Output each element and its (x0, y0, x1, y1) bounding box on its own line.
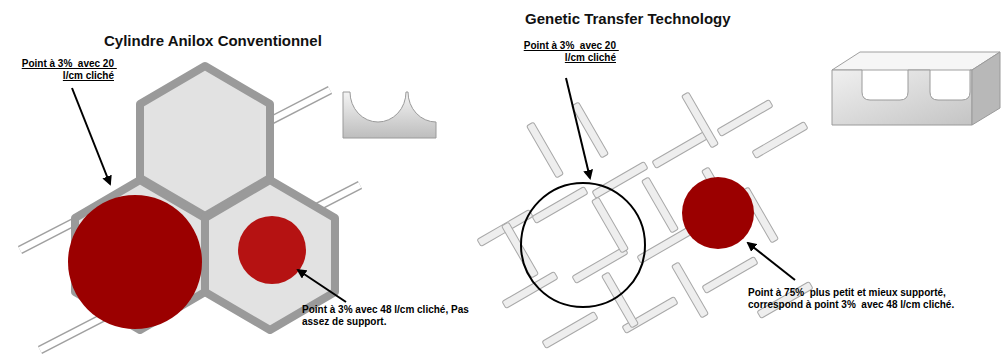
callout-note: Point à 3% avec 20 l/cm cliché (14, 58, 114, 82)
leader-arrow (566, 78, 590, 178)
print-dot (68, 195, 202, 329)
leader-arrow (298, 270, 346, 302)
dot-outline (521, 183, 645, 307)
print-dot (682, 177, 754, 249)
cell-section (343, 92, 436, 138)
print-dot (238, 216, 306, 284)
callout-note: Point à 3% avec 48 l/cm cliché, Pas asse… (302, 304, 492, 328)
leader-arrow (72, 88, 110, 184)
callout-note: Point à 75% plus petit et mieux supporté… (748, 287, 1000, 311)
panel-title: Genetic Transfer Technology (525, 10, 825, 28)
channel-section (832, 52, 1000, 125)
leader-arrow (748, 243, 795, 280)
callout-note: Point à 3% avec 20 l/cm cliché (516, 40, 616, 64)
panel-title: Cylindre Anilox Conventionnel (104, 32, 404, 50)
